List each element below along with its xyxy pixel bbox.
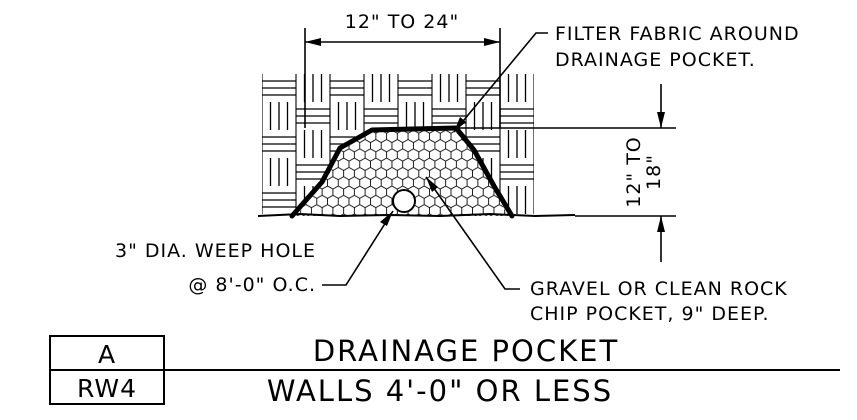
filter-fabric-label-line2: DRAINAGE POCKET.: [555, 49, 756, 71]
width-dimension-label: 12" TO 24": [345, 11, 459, 33]
gravel-leader: [425, 176, 520, 290]
filter-fabric-outline: [289, 125, 515, 219]
weep-hole-label-line1: 3" DIA. WEEP HOLE: [115, 240, 316, 262]
title-block: [49, 335, 840, 405]
detail-subtitle: WALLS 4'-0" OR LESS: [267, 374, 613, 408]
weep-hole-leader: [322, 210, 394, 286]
gravel-label-line2: CHIP POCKET, 9" DEEP.: [530, 303, 770, 325]
filter-fabric-leader: [453, 32, 548, 133]
width-dimension: [304, 28, 501, 128]
filter-fabric-label-line1: FILTER FABRIC AROUND: [555, 23, 800, 45]
height-dimension: [456, 84, 676, 262]
weep-hole: [392, 189, 416, 213]
height-dimension-label-line2: 18": [643, 154, 665, 190]
ground-line: [257, 212, 576, 218]
weep-hole-label-line2: @ 8'-0" O.C.: [188, 274, 316, 296]
detail-title: DRAINAGE POCKET: [313, 334, 619, 368]
gravel-label-line1: GRAVEL OR CLEAN ROCK: [530, 278, 788, 300]
height-dimension-label-line1: 12" TO: [623, 136, 645, 208]
sheet-id: RW4: [77, 374, 137, 403]
detail-id: A: [98, 340, 116, 369]
